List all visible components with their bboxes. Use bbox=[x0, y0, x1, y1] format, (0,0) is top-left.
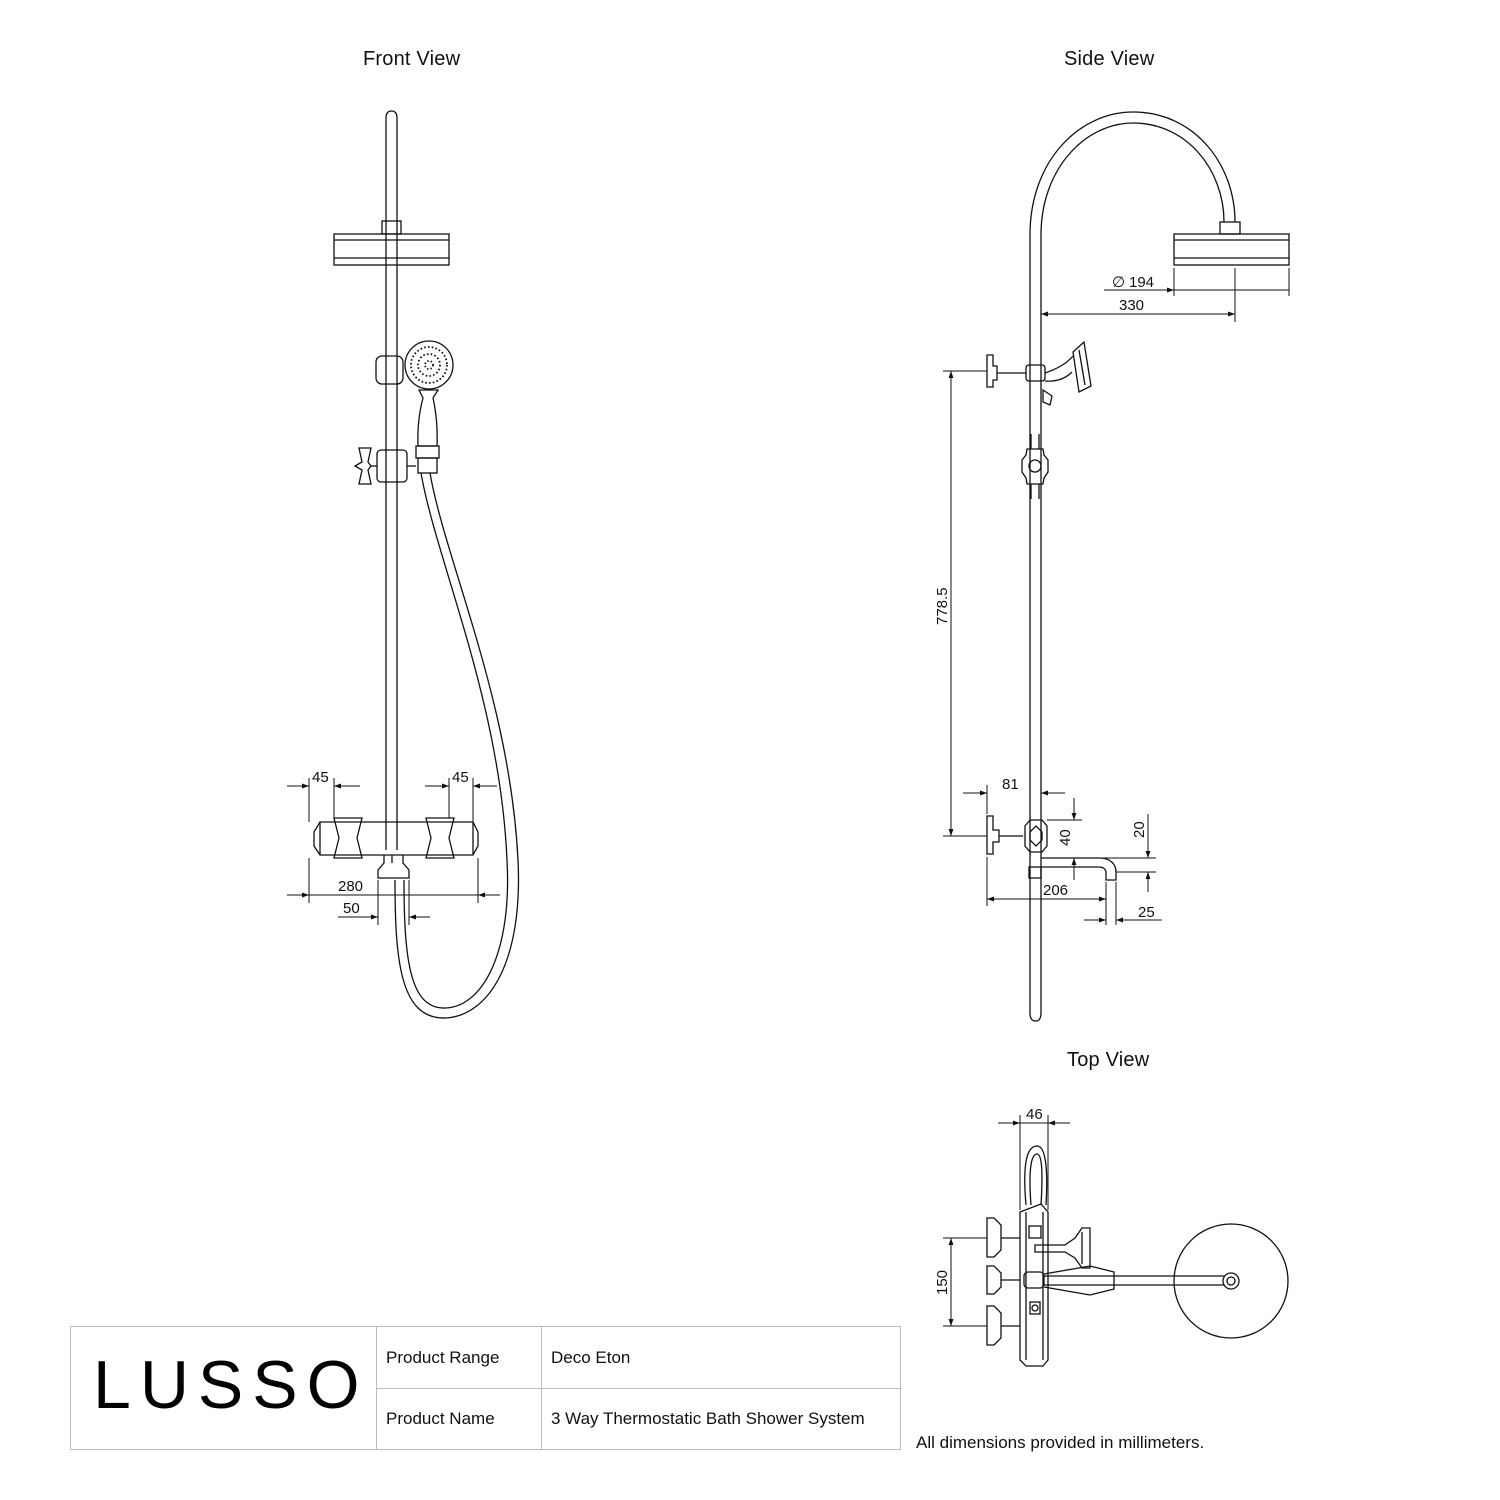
top-handset bbox=[1034, 1227, 1091, 1269]
dimensions-note: All dimensions provided in millimeters. bbox=[916, 1433, 1205, 1452]
dim-label-front-spout: 50 bbox=[343, 900, 360, 917]
front-view-dimensions bbox=[287, 778, 500, 925]
product-name-label-cell: Product Name bbox=[377, 1389, 542, 1449]
side-diverter bbox=[1021, 448, 1049, 485]
top-diverter-fitting bbox=[1029, 1301, 1041, 1315]
product-name-label: Product Name bbox=[386, 1409, 495, 1428]
front-riser-rail bbox=[385, 110, 398, 850]
side-handset-wall-knob bbox=[986, 354, 998, 388]
front-handset-head bbox=[404, 340, 454, 390]
side-valve-body bbox=[1024, 819, 1048, 853]
side-handset-handle bbox=[1042, 388, 1053, 406]
side-view-title: Side View bbox=[1064, 48, 1155, 70]
front-handset-handle bbox=[417, 389, 440, 447]
top-view-dimensions bbox=[943, 1115, 1070, 1327]
front-spout bbox=[377, 855, 410, 879]
brand-cell: LUSSO bbox=[71, 1327, 377, 1449]
front-view-drawing bbox=[313, 110, 520, 1019]
product-range-row: Product Range Deco Eton bbox=[377, 1327, 900, 1389]
side-spout bbox=[1041, 857, 1117, 881]
dim-label-side-spout-reach: 206 bbox=[1043, 882, 1068, 899]
dim-label-side-spout-tip: 25 bbox=[1138, 904, 1155, 921]
front-shower-head bbox=[333, 233, 450, 266]
top-view-drawing bbox=[986, 1145, 1289, 1367]
dim-label-front-total: 280 bbox=[338, 878, 363, 895]
dim-label-side-valve-height: 40 bbox=[1057, 829, 1074, 846]
front-diverter-body bbox=[376, 449, 408, 483]
top-view-title: Top View bbox=[1067, 1049, 1150, 1071]
product-range-label: Product Range bbox=[386, 1347, 500, 1367]
top-handle-upper bbox=[986, 1217, 1002, 1258]
front-shower-head-neck bbox=[381, 220, 402, 235]
brand-logo: LUSSO bbox=[93, 1347, 369, 1423]
dim-label-top-rail-depth: 46 bbox=[1026, 1106, 1043, 1123]
product-range-value-cell: Deco Eton bbox=[542, 1327, 900, 1388]
dim-label-front-left: 45 bbox=[312, 769, 329, 786]
top-rail-body bbox=[1019, 1203, 1049, 1367]
side-handset-head bbox=[1072, 340, 1092, 393]
top-handle-lower bbox=[986, 1305, 1002, 1346]
dim-label-side-valve-depth: 81 bbox=[1002, 776, 1019, 793]
side-view-drawing bbox=[986, 111, 1290, 1022]
front-diverter-handle bbox=[353, 447, 372, 485]
dim-label-front-right: 45 bbox=[452, 769, 469, 786]
top-hose-loop bbox=[1024, 1145, 1048, 1206]
front-valve-left-handle bbox=[333, 817, 363, 859]
dim-label-side-rail-height: 778.5 bbox=[934, 587, 951, 625]
side-handset-arm bbox=[1044, 355, 1074, 374]
product-name-value: 3 Way Thermostatic Bath Shower System bbox=[551, 1409, 865, 1428]
side-valve-handle bbox=[986, 815, 1000, 855]
front-view-title: Front View bbox=[363, 48, 461, 70]
product-range-value: Deco Eton bbox=[551, 1347, 631, 1367]
top-shower-head bbox=[1173, 1223, 1289, 1339]
front-valve-right-handle bbox=[425, 817, 455, 859]
product-range-label-cell: Product Range bbox=[377, 1327, 542, 1388]
product-info-table: LUSSO Product Range Deco Eton Product Na… bbox=[70, 1326, 901, 1450]
top-spout bbox=[1043, 1265, 1115, 1296]
product-name-value-cell: 3 Way Thermostatic Bath Shower System bbox=[542, 1389, 900, 1449]
front-hose bbox=[394, 472, 520, 1019]
side-head-neck bbox=[1219, 221, 1241, 235]
side-riser-arm bbox=[1029, 111, 1236, 1013]
side-view-dimensions bbox=[943, 268, 1290, 925]
dim-label-side-head-diameter: 194 bbox=[1129, 274, 1154, 291]
dim-label-top-handle-spacing: 150 bbox=[934, 1270, 951, 1295]
front-handset-holder bbox=[375, 355, 404, 385]
top-handle-middle bbox=[986, 1265, 1002, 1295]
dim-label-side-arm: 330 bbox=[1119, 297, 1144, 314]
top-arm-mount bbox=[1023, 1271, 1045, 1289]
side-shower-head bbox=[1173, 233, 1290, 266]
top-overhead-arm bbox=[1044, 1275, 1225, 1286]
dim-label-side-diameter-symbol: ∅ bbox=[1112, 274, 1125, 291]
product-name-row: Product Name 3 Way Thermostatic Bath Sho… bbox=[377, 1389, 900, 1449]
dim-label-side-spout-drop: 20 bbox=[1131, 821, 1148, 838]
